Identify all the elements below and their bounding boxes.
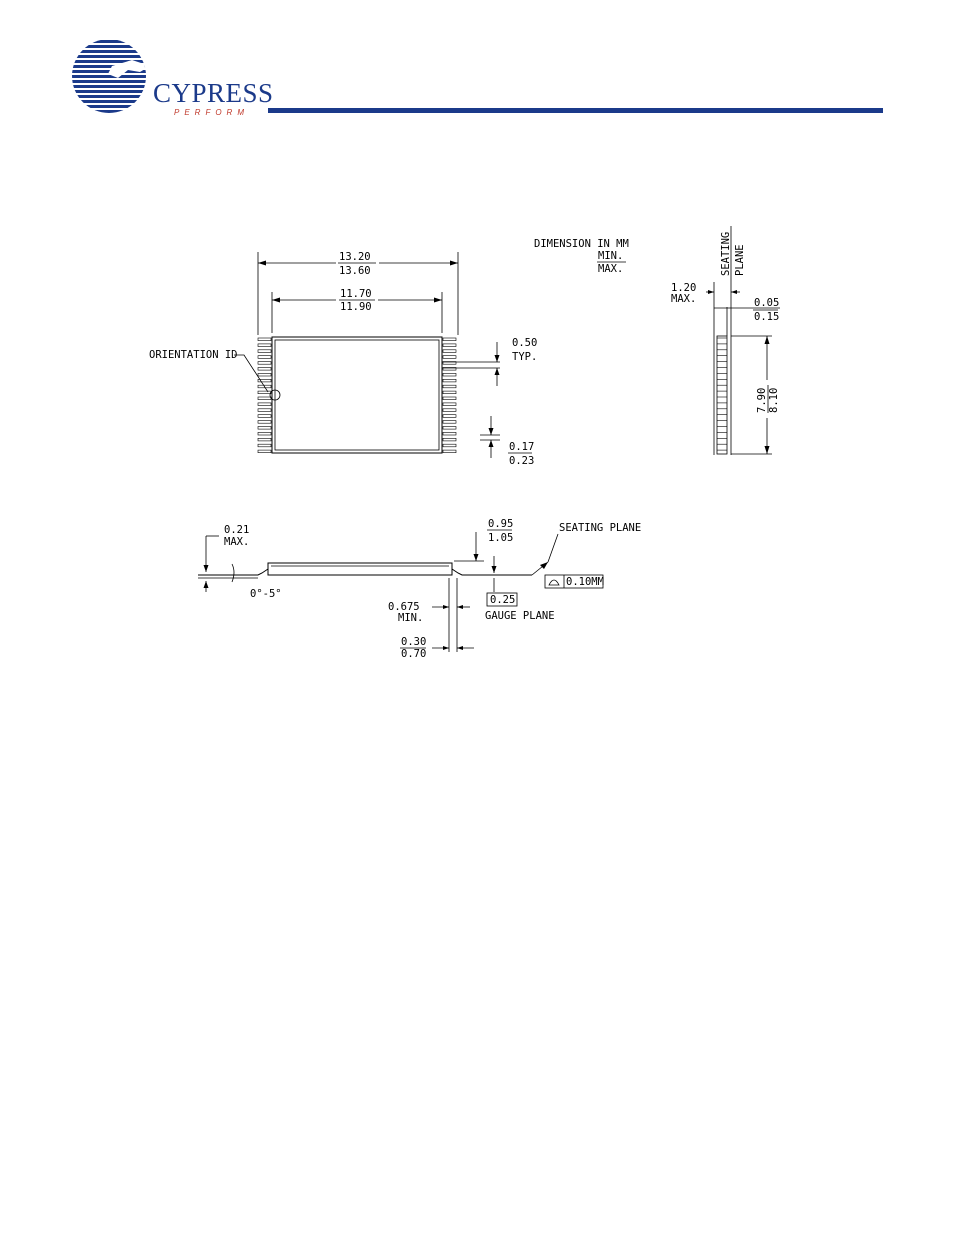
lead-right	[443, 409, 456, 412]
label-seating-vertical: SEATING	[720, 232, 732, 276]
lead-left	[258, 409, 271, 412]
dim-body-length-min: 11.70	[340, 288, 372, 300]
dim-body-width-min: 7.90	[756, 388, 768, 413]
cypress-logo: CYPRESS PERFORM	[72, 39, 274, 117]
top-view: 13.20 13.60 11.70 11.90 ORIENTATION ID 0…	[149, 238, 629, 467]
lead-left	[258, 373, 271, 376]
dim-overall-length-min: 13.20	[339, 251, 371, 263]
lead-left	[258, 397, 271, 400]
lead-left	[258, 356, 271, 359]
package-body-outline	[272, 337, 442, 453]
lead-right	[443, 338, 456, 341]
side-view: SEATING PLANE 0.21 MAX. 0°-5° 0.95 1.05 …	[198, 518, 641, 660]
globe-logo-icon	[72, 39, 150, 113]
label-plane-vertical: PLANE	[734, 244, 746, 276]
globe-stripe	[72, 75, 146, 78]
dim-overall-length-max: 13.60	[339, 265, 371, 277]
dim-lead-angle: 0°-5°	[250, 588, 282, 600]
logo-tagline: PERFORM	[174, 108, 249, 117]
globe-stripe	[72, 105, 146, 108]
lead-right	[443, 385, 456, 388]
right-leads	[443, 338, 456, 453]
dim-foot-length-min: 0.30	[401, 636, 426, 648]
dim-gauge: 0.25	[490, 594, 515, 606]
dim-lead-width-max: 0.23	[509, 455, 534, 467]
lead-right	[443, 379, 456, 382]
label-orientation-id: ORIENTATION ID	[149, 349, 238, 361]
dim-body-height-max: 1.05	[488, 532, 513, 544]
logo-wordmark: CYPRESS	[153, 78, 274, 108]
end-view: SEATING PLANE 1.20 MAX. 0.05 0.15 7.90 8…	[671, 226, 780, 455]
lead-right	[443, 373, 456, 376]
globe-stripe	[72, 90, 146, 93]
globe-stripe	[72, 55, 146, 58]
lead-right	[443, 427, 456, 430]
lead-right	[443, 438, 456, 441]
dim-foot-min-note: MIN.	[398, 612, 423, 624]
lead-left	[258, 391, 271, 394]
lead-right	[443, 415, 456, 418]
label-gauge-plane: GAUGE PLANE	[485, 610, 555, 622]
end-view-leads	[717, 338, 727, 450]
units-max: MAX.	[598, 263, 623, 275]
lead-left	[258, 450, 271, 453]
dim-coplanarity: 0.10MM	[566, 576, 604, 588]
lead-left	[258, 432, 271, 435]
lead-left	[258, 427, 271, 430]
lead-left	[258, 338, 271, 341]
dim-body-height-min: 0.95	[488, 518, 513, 530]
lead-left	[258, 444, 271, 447]
lead-left	[258, 368, 271, 371]
dim-pitch-note: TYP.	[512, 351, 537, 363]
units-note: DIMENSION IN MM	[534, 238, 629, 250]
lead-left	[258, 350, 271, 353]
dim-lead-thickness: 0.21	[224, 524, 249, 536]
dim-body-length-max: 11.90	[340, 301, 372, 313]
lead-left	[258, 344, 271, 347]
lead-right	[443, 391, 456, 394]
lead-right	[443, 450, 456, 453]
dim-standoff-min: 0.05	[754, 297, 779, 309]
dim-lead-thickness-note: MAX.	[224, 536, 249, 548]
dim-lead-width-min: 0.17	[509, 441, 534, 453]
dim-standoff-max: 0.15	[754, 311, 779, 323]
lead-right	[443, 350, 456, 353]
globe-stripe	[72, 80, 146, 83]
package-body-inner	[275, 340, 439, 450]
dim-pitch: 0.50	[512, 337, 537, 349]
lead-right	[443, 432, 456, 435]
globe-stripe	[72, 85, 146, 88]
lead-left	[258, 438, 271, 441]
coplanarity-icon	[549, 580, 559, 585]
lead-right	[443, 344, 456, 347]
globe-stripe	[72, 100, 146, 103]
units-min: MIN.	[598, 250, 623, 262]
dim-foot-length-max: 0.70	[401, 648, 426, 660]
left-leads	[258, 338, 271, 453]
lead-right	[443, 403, 456, 406]
lead-right	[443, 397, 456, 400]
globe-stripe	[72, 40, 146, 43]
dim-height-note: MAX.	[671, 293, 696, 305]
lead-left	[258, 362, 271, 365]
lead-right	[443, 421, 456, 424]
label-seating-plane: SEATING PLANE	[559, 522, 641, 534]
globe-stripe	[72, 50, 146, 53]
lead-left	[258, 421, 271, 424]
lead-right	[443, 444, 456, 447]
globe-stripe	[72, 45, 146, 48]
header-rule	[268, 108, 883, 113]
dim-body-width-max: 8.10	[768, 388, 780, 413]
side-body	[268, 563, 452, 575]
globe-stripe	[72, 95, 146, 98]
lead-left	[258, 403, 271, 406]
globe-stripe	[72, 110, 146, 113]
lead-right	[443, 356, 456, 359]
lead-left	[258, 415, 271, 418]
